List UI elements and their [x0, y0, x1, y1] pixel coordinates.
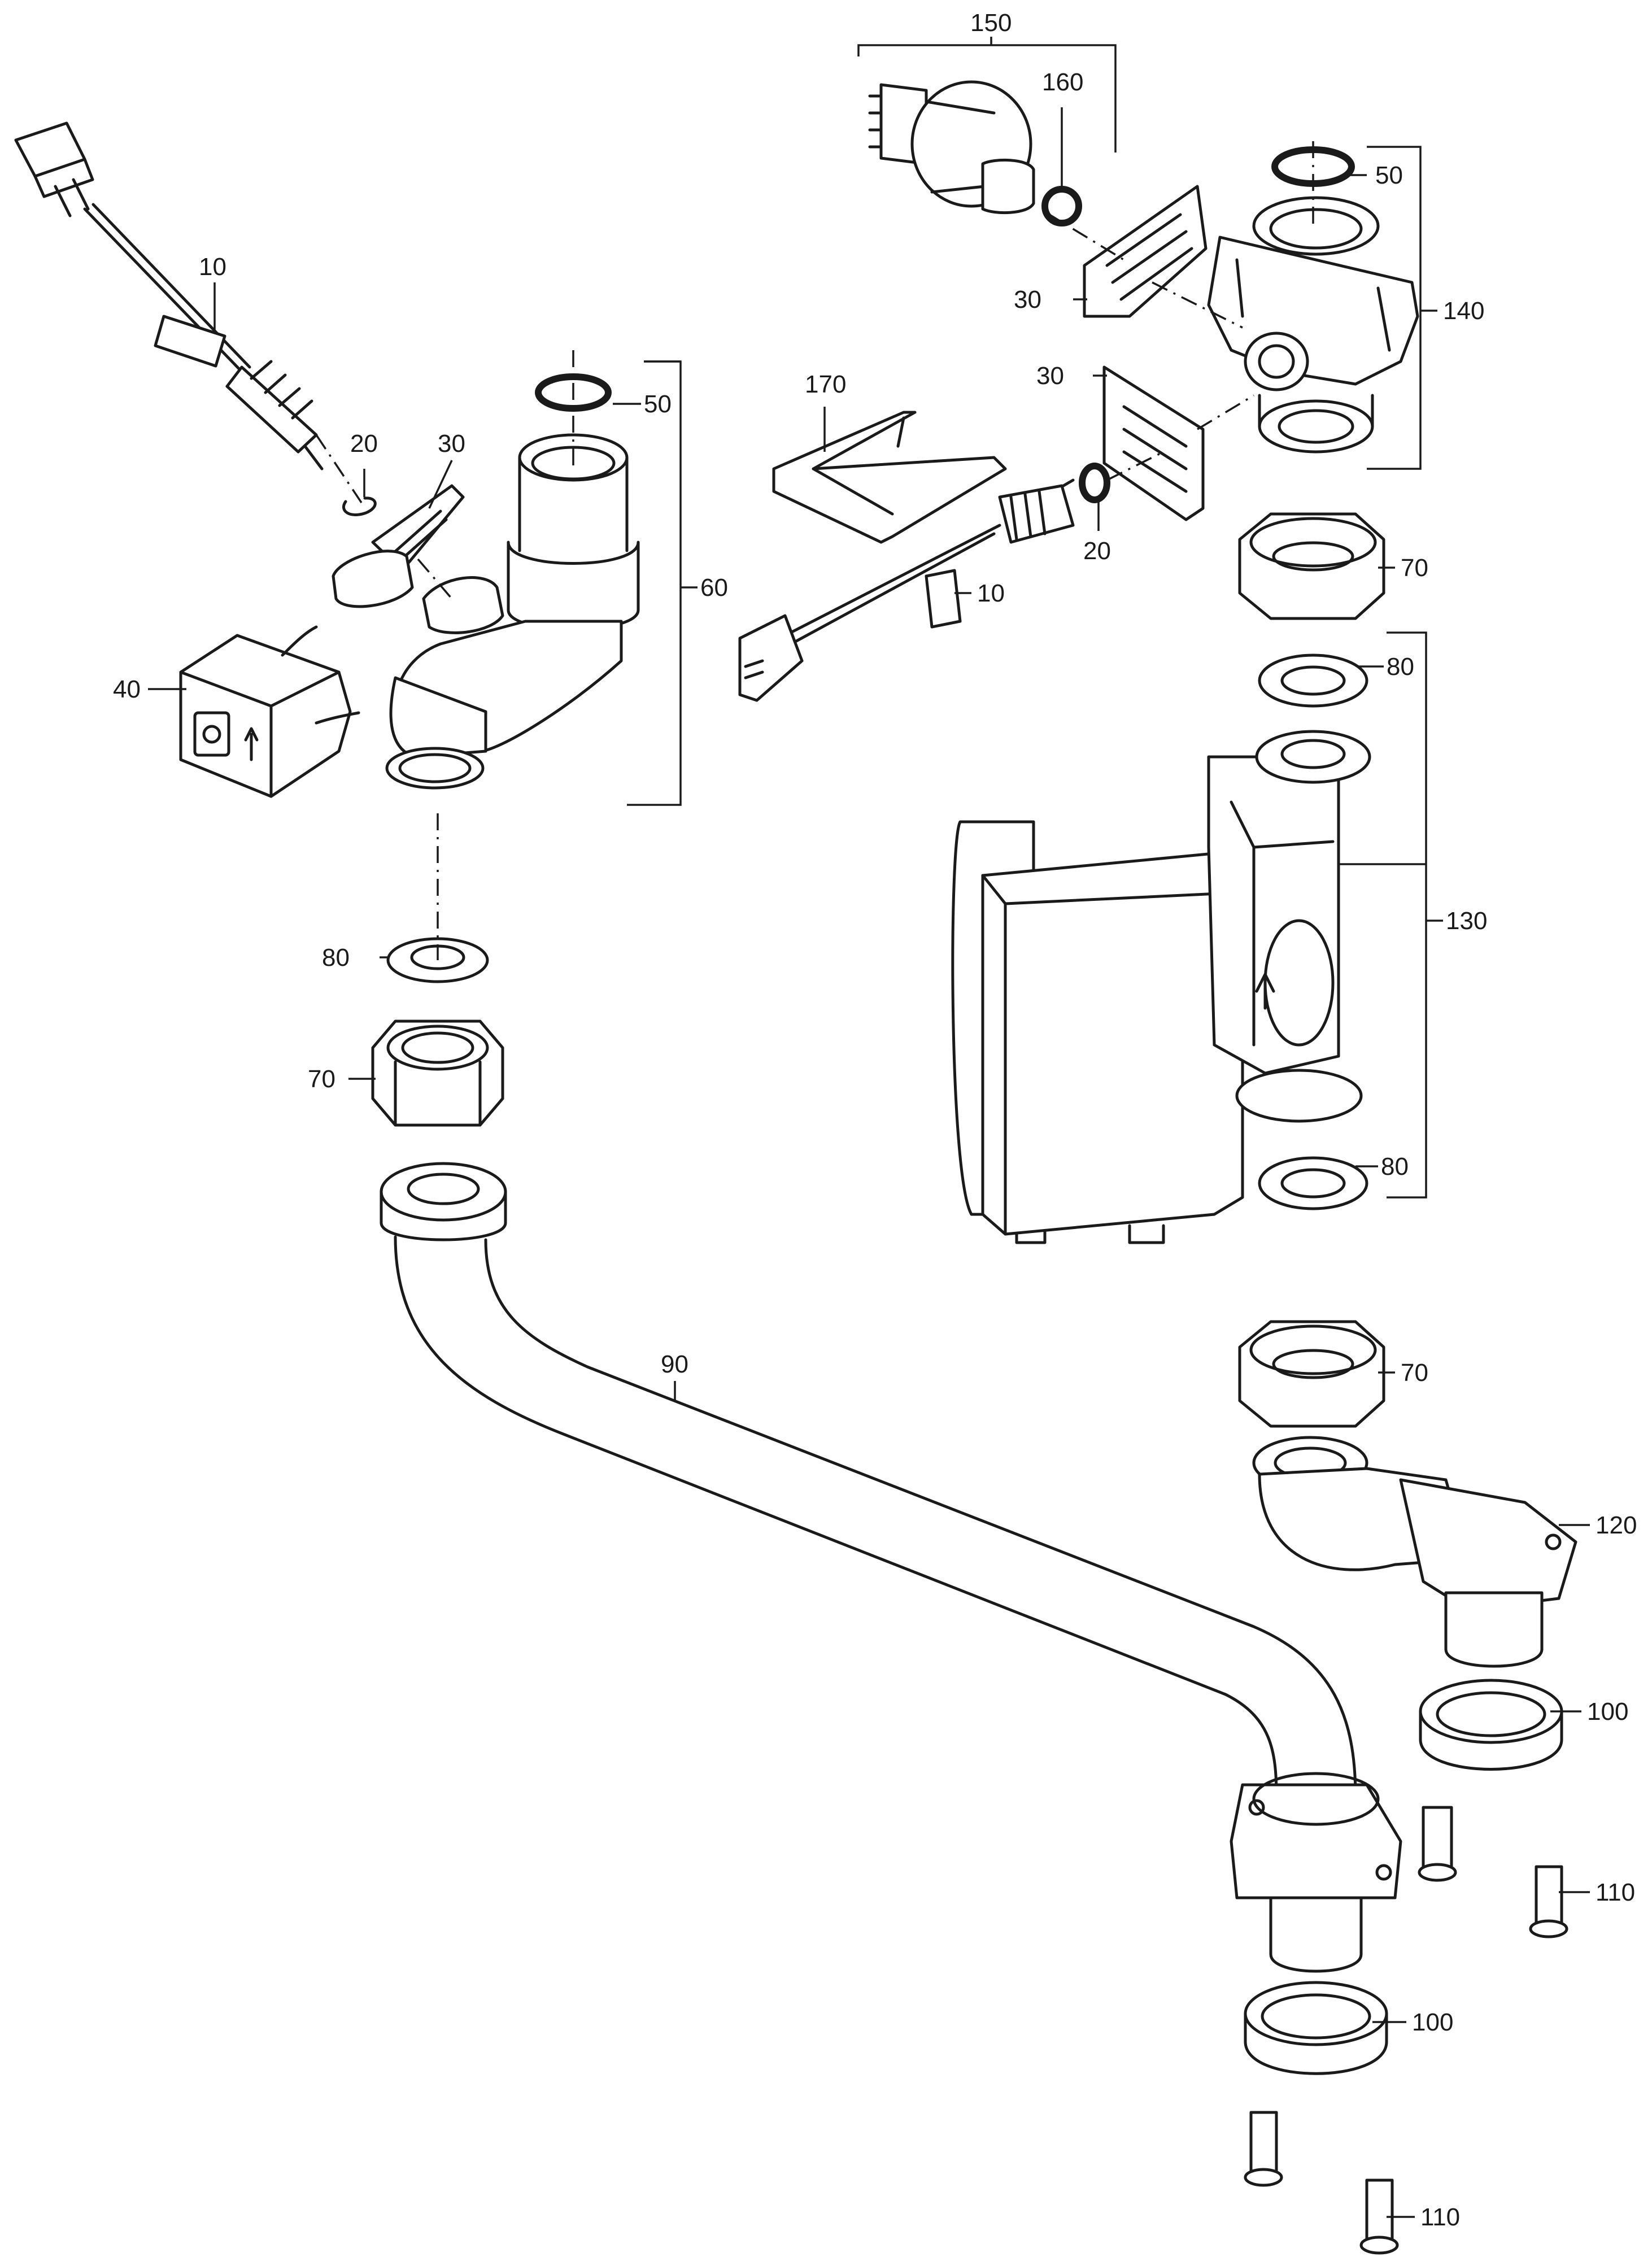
screw-part-110-d	[1359, 2178, 1399, 2255]
callout-70-lower-right: 70	[1401, 1359, 1428, 1387]
callout-110-lower: 110	[1420, 2203, 1460, 2231]
callout-80-upper-right: 80	[1387, 653, 1414, 681]
screw-part-110-a	[1418, 1806, 1457, 1882]
union-nut-part-70-lower-right	[1238, 1320, 1385, 1428]
assembly-axes	[315, 141, 1314, 960]
callout-70-left: 70	[308, 1065, 335, 1093]
callout-30-top: 30	[1014, 286, 1041, 313]
callout-140: 140	[1443, 297, 1484, 325]
callout-110-upper: 110	[1596, 1879, 1635, 1906]
callout-170: 170	[805, 371, 846, 398]
callout-50-right: 50	[1375, 162, 1403, 189]
callout-160: 160	[1042, 68, 1083, 96]
callout-30-left: 30	[438, 430, 465, 457]
o-ring-part-160	[1041, 186, 1082, 226]
retaining-clip-part-20-right	[1079, 463, 1110, 503]
callout-20-left: 20	[350, 430, 378, 457]
seal-ring-part-100-lower	[1244, 1981, 1388, 2075]
valve-body-part-140	[1207, 196, 1419, 454]
callout-30-middle: 30	[1036, 362, 1064, 390]
callout-100-lower: 100	[1412, 2008, 1453, 2036]
callout-10-left: 10	[199, 253, 226, 281]
seal-ring-part-100-upper	[1419, 1679, 1563, 1771]
circulation-pump-part-130	[951, 730, 1371, 1244]
callout-80-lower-right: 80	[1381, 1153, 1409, 1180]
callout-40: 40	[113, 676, 141, 703]
callout-50-left: 50	[644, 390, 672, 418]
callout-100-upper: 100	[1587, 1698, 1628, 1726]
callout-10-right: 10	[977, 580, 1005, 607]
callout-120: 120	[1596, 1511, 1637, 1539]
elbow-fitting-part-120	[1252, 1436, 1577, 1668]
retaining-clip-part-20-left	[342, 496, 377, 516]
screw-part-110-b	[1529, 1865, 1568, 1938]
pressure-sensor-part-150	[868, 80, 1035, 214]
callout-80-left: 80	[322, 944, 350, 971]
screw-part-110-c	[1244, 2111, 1283, 2187]
sensor-cable-part-10-left	[14, 121, 324, 470]
callout-150: 150	[970, 9, 1012, 37]
clip-part-170	[772, 411, 1007, 544]
connecting-pipe-part-90	[380, 1162, 1402, 1973]
union-nut-part-70-top-right	[1238, 512, 1385, 620]
callout-130: 130	[1446, 907, 1487, 935]
elbow-fitting-part-60	[385, 433, 640, 790]
gasket-part-80-lower-right	[1258, 1156, 1368, 1210]
callout-20-right: 20	[1083, 537, 1111, 565]
leader-lines	[148, 37, 1590, 2218]
union-nut-part-70-left	[371, 1019, 504, 1127]
sensor-cable-part-10-right	[738, 478, 1075, 702]
clamp-part-40	[179, 625, 360, 798]
bracket-part-30-left	[332, 484, 465, 608]
gasket-part-80-upper-right	[1258, 653, 1368, 708]
callout-90: 90	[661, 1350, 688, 1378]
callout-70-top-right: 70	[1401, 554, 1428, 582]
callout-60: 60	[700, 574, 728, 602]
bracket-part-30-top	[1083, 185, 1208, 318]
bracket-part-30-middle	[1102, 365, 1205, 521]
callout-labels: 10 20 30 50 60 40 80 70 90 150 160 30 50…	[113, 9, 1637, 2231]
